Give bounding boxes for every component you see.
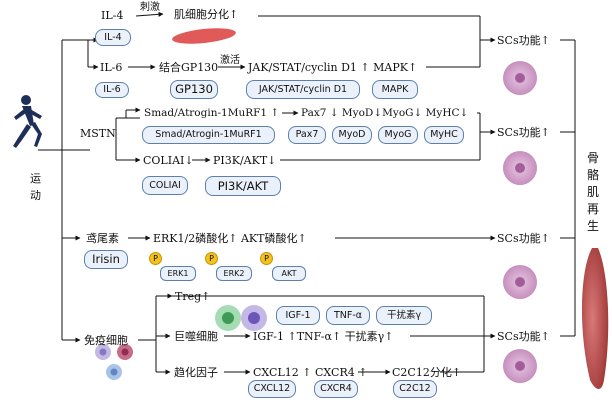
pax7-box: Pax7 xyxy=(288,126,326,144)
outcome-irisin: SCs功能↑ xyxy=(497,232,550,245)
erk2-box: ERK2 xyxy=(216,266,252,281)
myhc-box: MyHC xyxy=(424,126,464,144)
regeneration-label: 骨骼肌再生 xyxy=(586,151,599,233)
il4-verb: 刺激 xyxy=(140,2,160,13)
il6-step1: 结合GP130 xyxy=(159,61,219,74)
jak-stat-box: JAK/STAT/cyclin D1 xyxy=(246,80,360,99)
akt-p-marker: P xyxy=(260,252,273,265)
il6-box: IL-6 xyxy=(95,82,129,98)
ifn-gamma-box: 干扰素γ xyxy=(376,306,432,325)
erk1-p-marker: P xyxy=(149,252,162,265)
exercise-label: 运动 xyxy=(30,172,41,202)
il6-step2: JAK/STAT/cyclin D1 ↑ MAPK↑ xyxy=(248,61,418,74)
chemokine-chain: CXCL12 ↑ CXCR4 ↑ xyxy=(253,366,368,379)
coliai-box: COLIAI xyxy=(142,176,188,195)
irisin-chain: ERK1/2磷酸化↑ AKT磷酸化↑ xyxy=(153,232,307,245)
outcome-il: SCs功能↑ xyxy=(497,34,550,47)
muscle-organ-icon xyxy=(581,248,609,389)
mapk-box: MAPK xyxy=(372,80,418,99)
mstn-upper-effects: Pax7 ↓ MyoD↓MyoG↓ MyHC↓ xyxy=(301,107,469,119)
smad-box: Smad/Atrogin-1MuRF1 xyxy=(142,126,275,144)
myod-box: MyoD xyxy=(332,126,372,144)
chemokine-result: C2C12分化↑ xyxy=(392,366,462,379)
runner-icon xyxy=(13,95,42,148)
macrophage-label: 巨噬细胞 xyxy=(174,330,218,343)
immune-label: 免疫细胞 xyxy=(84,334,128,347)
il4-box: IL-4 xyxy=(95,29,131,46)
c2c12-box: C2C12 xyxy=(393,380,437,398)
treg-macrophage-icons xyxy=(215,305,267,331)
chemokine-label: 趋化因子 xyxy=(174,366,218,379)
treg-label: Treg↑ xyxy=(175,290,211,303)
cxcl12-box: CXCL12 xyxy=(248,380,296,398)
erk1-box: ERK1 xyxy=(160,266,196,281)
erk2-p-marker: P xyxy=(205,252,218,265)
cxcr4-box: CXCR4 xyxy=(314,380,358,398)
immune-cells-icon xyxy=(95,344,133,380)
satellite-cell-icons xyxy=(503,61,537,383)
mstn-upper-chain: Smad/Atrogin-1MuRF1 ↑ xyxy=(144,107,280,119)
macrophage-chain: IGF-1 ↑TNF-α↑ 干扰素γ↑ xyxy=(253,330,394,343)
akt-box: AKT xyxy=(272,266,306,281)
mstn-label: MSTN xyxy=(80,127,116,140)
il4-label: IL-4 xyxy=(101,9,124,22)
myocyte-icon xyxy=(172,28,236,44)
outcome-immune: SCs功能↑ xyxy=(497,330,550,343)
tnf-box: TNF-α xyxy=(326,306,370,325)
gp130-box: GP130 xyxy=(170,80,218,99)
irisin-label: 鸢尾素 xyxy=(86,232,119,245)
il6-label: IL-6 xyxy=(100,61,123,74)
myog-box: MyoG xyxy=(378,126,418,144)
mstn-lower-chain-a: COLIAI↓ xyxy=(143,154,194,167)
mstn-lower-chain-b: PI3K/AKT↓ xyxy=(213,154,277,167)
il4-effect: 肌细胞分化↑ xyxy=(174,8,239,21)
pi3k-akt-box: PI3K/AKT xyxy=(205,176,281,196)
irisin-box: Irisin xyxy=(84,250,128,269)
il6-verb: 激活 xyxy=(220,55,240,66)
igf1-box: IGF-1 xyxy=(276,306,320,325)
outcome-mstn: SCs功能↑ xyxy=(497,126,550,139)
